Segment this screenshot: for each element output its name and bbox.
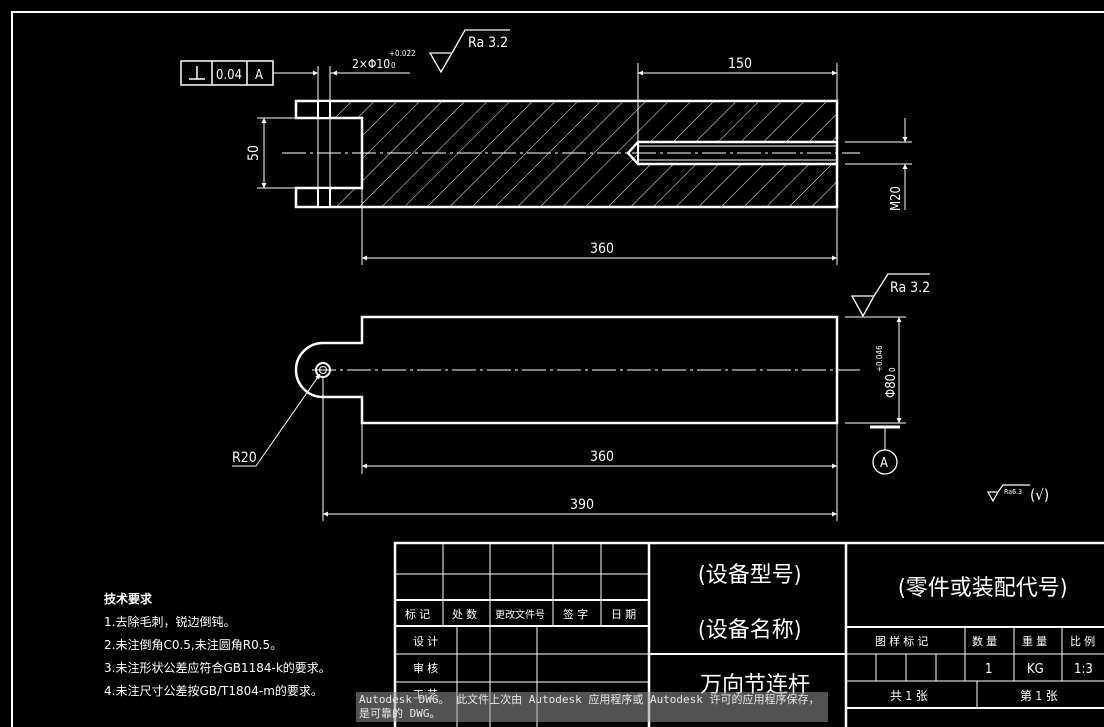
tb-weight: KG bbox=[1027, 662, 1044, 677]
side-view bbox=[294, 315, 860, 425]
roughness-general-suffix: (√) bbox=[1030, 486, 1049, 504]
dim-150: 150 bbox=[637, 56, 838, 142]
tb-quantity: 1 bbox=[985, 662, 992, 677]
dim-m20-text: M20 bbox=[889, 186, 904, 211]
tb-attr-scale: 比 例 bbox=[1070, 634, 1095, 648]
tb-scale: 1:3 bbox=[1074, 662, 1093, 677]
tb-total-sheets: 共 1 张 bbox=[890, 689, 928, 703]
phi80-tol-lower: 0 bbox=[888, 367, 897, 372]
note-item-4: 4.未注尺寸公差按GB/T1804-m的要求。 bbox=[104, 684, 323, 698]
phi80-tol-upper: +0.046 bbox=[875, 345, 884, 372]
tb-header-sign: 签 字 bbox=[563, 607, 588, 621]
tb-part-code: (零件或装配代号) bbox=[898, 576, 1067, 601]
dim-360-top: 360 bbox=[361, 188, 838, 265]
section-view bbox=[282, 99, 860, 209]
notes-title: 技术要求 bbox=[104, 592, 153, 606]
datum-a-text: A bbox=[880, 456, 888, 471]
roughness-symbol-right: Ra 3.2 bbox=[850, 273, 930, 318]
drawing-frame bbox=[11, 11, 1104, 727]
dim-360-top-text: 360 bbox=[590, 241, 614, 257]
roughness-symbol-top: Ra 3.2 bbox=[428, 29, 510, 74]
tb-header-doc: 更改文件号 bbox=[495, 608, 545, 621]
holes-tol-lower: 0 bbox=[391, 61, 396, 70]
dim-phi80-text: Φ80 bbox=[884, 374, 899, 398]
dim-360-bottom: 360 bbox=[361, 423, 838, 521]
dim-150-text: 150 bbox=[728, 56, 752, 72]
tb-attr-quantity: 数 量 bbox=[972, 635, 997, 648]
r20-leader: R20 bbox=[232, 373, 321, 467]
holes-dim-text: 2×Φ10 bbox=[352, 57, 390, 71]
gdt-frame: 0.04 A bbox=[180, 60, 318, 86]
gdt-datum: A bbox=[255, 68, 263, 83]
holes-tol-upper: +0.022 bbox=[389, 49, 416, 58]
roughness-right-text: Ra 3.2 bbox=[890, 280, 930, 296]
holes-dimension: 2×Φ10 +0.022 0 bbox=[300, 49, 416, 101]
note-item-2: 2.未注倒角C0.5,未注圆角R0.5。 bbox=[104, 638, 283, 652]
tb-equipment-name: (设备名称) bbox=[698, 618, 801, 643]
dim-phi80: Φ80 +0.046 0 bbox=[845, 316, 906, 424]
tb-row-review: 审 核 bbox=[413, 661, 438, 675]
tb-attr-weight: 重 量 bbox=[1022, 634, 1047, 648]
dwg-notification-banner[interactable]: Autodesk DWG。 此文件上次由 Autodesk 应用程序或 Auto… bbox=[356, 692, 828, 722]
datum-a: A bbox=[870, 425, 900, 475]
r20-text: R20 bbox=[232, 450, 257, 466]
dim-360-bottom-text: 360 bbox=[590, 449, 614, 465]
dim-m20: M20 bbox=[845, 118, 912, 211]
roughness-general-text: Ra6.3 bbox=[1004, 488, 1022, 496]
tb-header-mark: 标 记 bbox=[405, 607, 430, 621]
tb-header-date: 日 期 bbox=[611, 608, 636, 621]
dim-50-text: 50 bbox=[246, 145, 262, 161]
tb-sheet-no: 第 1 张 bbox=[1020, 689, 1058, 703]
tb-equipment-model: (设备型号) bbox=[698, 563, 801, 588]
technical-notes: 技术要求 1.去除毛刺，锐边倒钝。 2.未注倒角C0.5,未注圆角R0.5。 3… bbox=[104, 588, 331, 703]
note-item-3: 3.未注形状公差应符合GB1184-k的要求。 bbox=[104, 661, 331, 675]
note-item-1: 1.去除毛刺，锐边倒钝。 bbox=[104, 615, 236, 629]
roughness-top-text: Ra 3.2 bbox=[468, 35, 508, 51]
dim-390-text: 390 bbox=[570, 497, 594, 513]
gdt-tolerance: 0.04 bbox=[216, 68, 242, 83]
tb-header-count: 处 数 bbox=[452, 608, 477, 621]
roughness-general: Ra6.3 (√) bbox=[986, 484, 1049, 504]
dim-50: 50 bbox=[246, 117, 296, 189]
tb-row-design: 设 计 bbox=[413, 635, 438, 648]
dim-390: 390 bbox=[322, 377, 837, 521]
tb-attr-drawing-mark: 图 样 标 记 bbox=[875, 634, 928, 648]
